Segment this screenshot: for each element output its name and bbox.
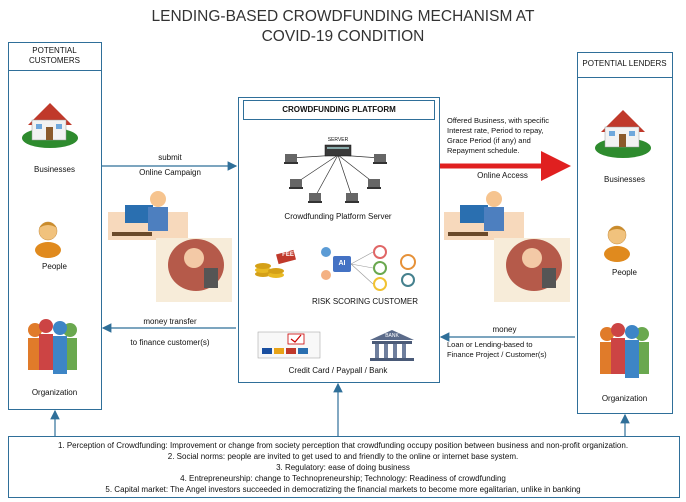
lender-house-icon bbox=[595, 110, 651, 158]
factor-item: 1. Perception of Crowdfunding: Improveme… bbox=[57, 441, 629, 450]
lender-organization-icon bbox=[600, 323, 649, 378]
offer-line4: Repayment schedule. bbox=[447, 146, 520, 155]
loan-line2: Finance Project / Customer(s) bbox=[447, 350, 547, 359]
offer-line3: Grace Period (if any) and bbox=[447, 136, 531, 145]
credit-cards-icon bbox=[257, 331, 321, 359]
right-woman-tablet-icon bbox=[494, 238, 570, 302]
ai-label: AI bbox=[338, 260, 346, 267]
payment-caption: Credit Card / Paypall / Bank bbox=[288, 366, 388, 375]
platform-header-box bbox=[243, 100, 435, 120]
lenders-header-box bbox=[577, 52, 673, 78]
offer-line1: Offered Business, with specific bbox=[447, 116, 549, 125]
customer-people-label: People bbox=[42, 262, 67, 271]
lender-people-label: People bbox=[612, 268, 637, 277]
right-computer-user-icon bbox=[444, 191, 524, 240]
factor-item: 2. Social norms: people are invited to g… bbox=[167, 452, 519, 461]
customers-header-box bbox=[8, 42, 102, 71]
money-transfer-label: money transfer bbox=[143, 317, 197, 326]
submit-label: submit bbox=[158, 153, 182, 162]
customer-businesses-label: Businesses bbox=[34, 165, 75, 174]
ai-risk-scoring-icon bbox=[321, 245, 416, 291]
diagram-title-line1: LENDING-BASED CROWDFUNDING MECHANISM AT bbox=[151, 8, 535, 25]
diagram-title-line2: COVID-19 CONDITION bbox=[261, 28, 425, 45]
offer-line2: Interest rate, Period to repay, bbox=[447, 126, 544, 135]
customers-header-line2: CUSTOMERS bbox=[29, 56, 80, 65]
fee-label: FEE bbox=[282, 252, 294, 258]
online-campaign-label: Online Campaign bbox=[139, 168, 201, 177]
factor-item: 5. Capital market: The Angel investors s… bbox=[105, 485, 581, 494]
finance-customer-label: to finance customer(s) bbox=[130, 338, 210, 347]
customer-organization-icon bbox=[28, 319, 77, 374]
left-woman-tablet-icon bbox=[156, 238, 232, 302]
bank-label: BANK bbox=[385, 333, 399, 339]
factors-box bbox=[8, 436, 680, 498]
customers-header-line1: POTENTIAL bbox=[32, 46, 77, 55]
bank-icon bbox=[370, 330, 414, 361]
lender-businesses-label: Businesses bbox=[604, 175, 645, 184]
server-label: SERVER bbox=[327, 137, 349, 143]
customer-house-icon bbox=[22, 103, 78, 148]
factor-item: 4. Entrepreneurship: change to Technopre… bbox=[180, 474, 506, 483]
factor-item: 3. Regulatory: ease of doing business bbox=[276, 463, 410, 472]
lenders-header: POTENTIAL LENDERS bbox=[582, 59, 667, 68]
server-network-icon bbox=[284, 144, 387, 203]
customer-person-icon bbox=[35, 221, 61, 258]
platform-header: CROWDFUNDING PLATFORM bbox=[282, 105, 396, 114]
risk-scoring-caption: RISK SCORING CUSTOMER bbox=[311, 297, 419, 306]
online-access-label: Online Access bbox=[477, 171, 528, 180]
money-label: money bbox=[492, 325, 517, 334]
lender-organization-label: Organization bbox=[601, 394, 648, 403]
customer-organization-label: Organization bbox=[31, 388, 78, 397]
fee-coins-icon bbox=[255, 249, 296, 278]
loan-line1: Loan or Lending-based to bbox=[447, 340, 533, 349]
left-computer-user-icon bbox=[108, 191, 188, 240]
server-caption: Crowdfunding Platform Server bbox=[284, 212, 392, 221]
lender-person-icon bbox=[604, 225, 630, 262]
factors-list: 1. Perception of Crowdfunding: Improveme… bbox=[10, 440, 676, 495]
